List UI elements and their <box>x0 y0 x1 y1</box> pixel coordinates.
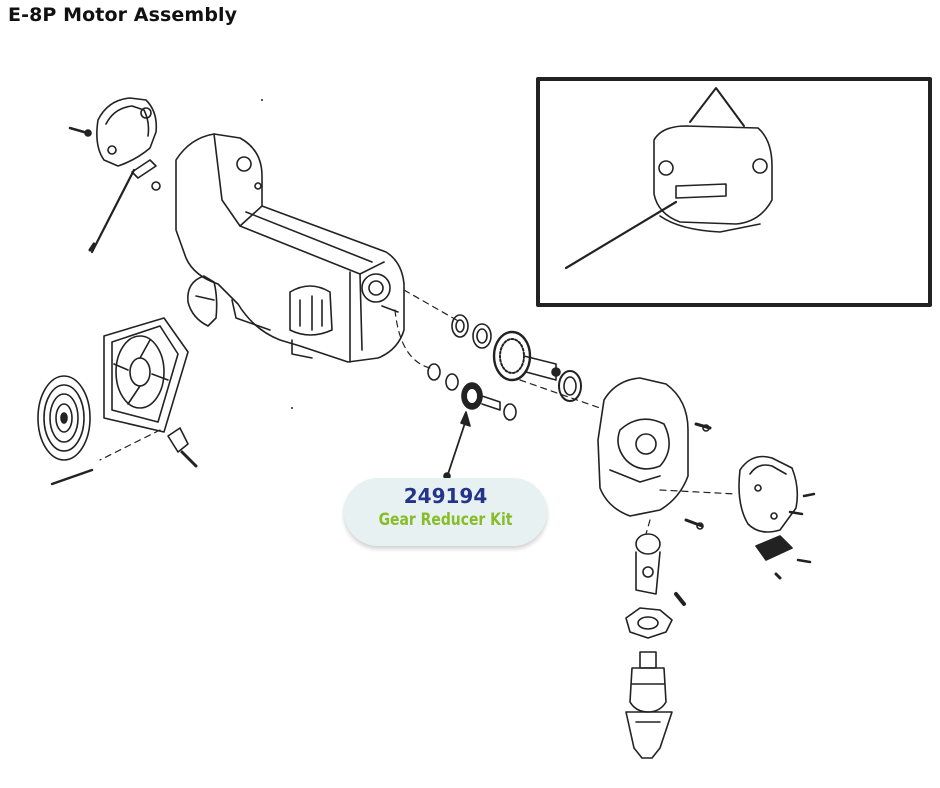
motor-housing-icon <box>175 133 405 363</box>
gear-reducer-icon <box>427 314 582 421</box>
connecting-rod <box>635 533 686 606</box>
assembly-guide-lines <box>99 289 737 535</box>
gear-cover-plate <box>738 455 816 580</box>
fan-guard <box>37 375 94 486</box>
gear-housing <box>597 377 712 530</box>
brush-rod <box>88 159 161 254</box>
part-name: Gear Reducer Kit <box>378 510 513 530</box>
callout-arrow <box>443 411 471 480</box>
lock-nut <box>625 607 673 639</box>
cooling-fan-icon <box>103 317 189 433</box>
power-plug <box>167 427 198 468</box>
motor-end-cover <box>68 97 158 167</box>
pump-rod <box>625 651 673 759</box>
part-callout: 249194 Gear Reducer Kit <box>344 478 547 546</box>
detail-inset <box>536 77 932 307</box>
part-number: 249194 <box>403 484 488 508</box>
page-title: E-8P Motor Assembly <box>8 4 238 26</box>
